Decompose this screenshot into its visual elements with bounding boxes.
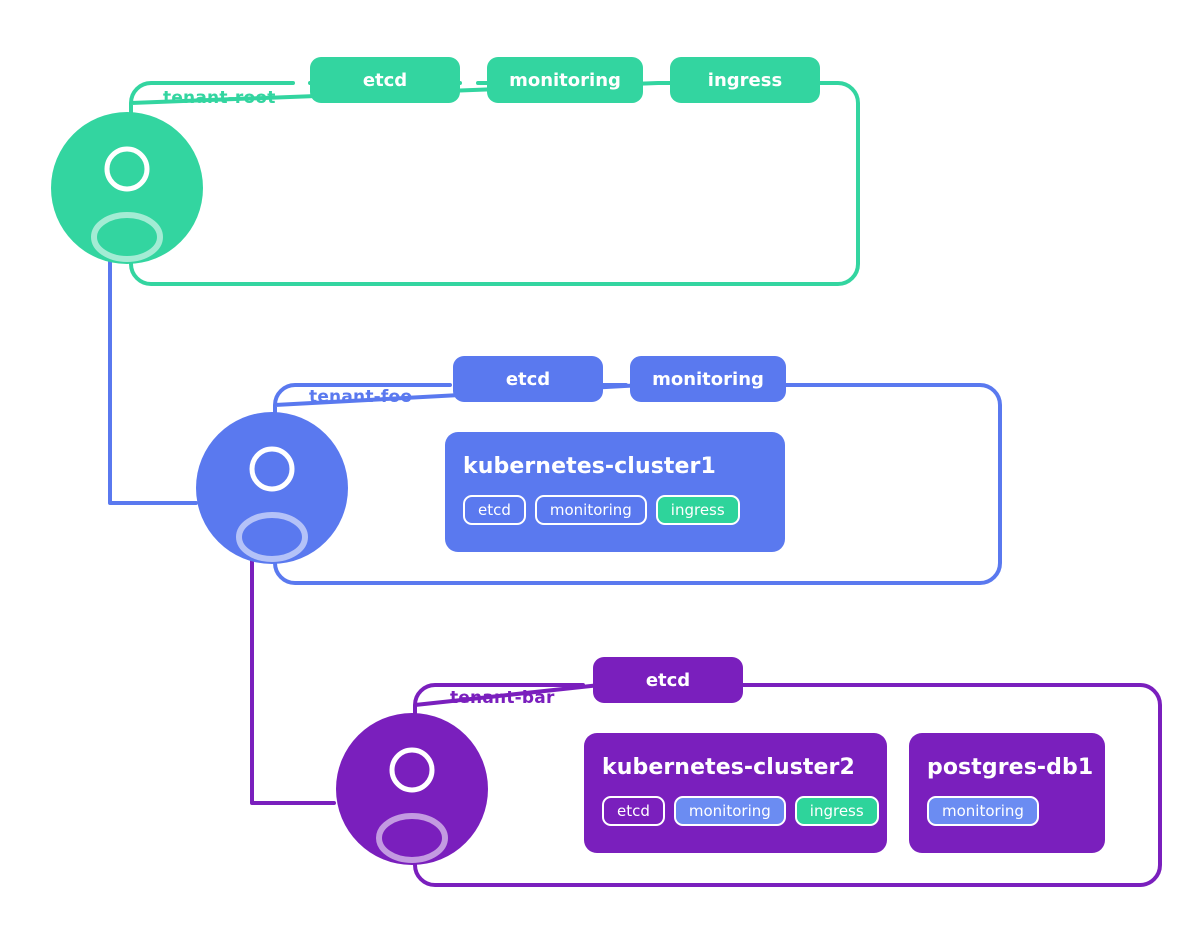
tenant-root-frame-halo (124, 76, 865, 291)
resource-chip-row: monitoring (927, 796, 1087, 826)
tenant-bar-chip-etcd[interactable]: etcd (593, 657, 743, 703)
resource-card-kubernetes-cluster2[interactable]: kubernetes-cluster2 etcd monitoring ingr… (584, 733, 887, 853)
resource-chip-ingress[interactable]: ingress (655, 495, 740, 525)
resource-chip-monitoring[interactable]: monitoring (534, 495, 647, 525)
tenant-foo-chip-monitoring[interactable]: monitoring (630, 356, 786, 402)
resource-card-title: kubernetes-cluster2 (602, 755, 855, 780)
resource-card-title: postgres-db1 (927, 755, 1094, 780)
user-avatar-icon (51, 112, 203, 264)
resource-card-postgres-db1[interactable]: postgres-db1 monitoring (909, 733, 1105, 853)
tenant-root-chip-etcd[interactable]: etcd (310, 57, 460, 103)
tenant-root-chip-ingress[interactable]: ingress (670, 57, 820, 103)
resource-chip-monitoring[interactable]: monitoring (927, 796, 1039, 826)
resource-card-kubernetes-cluster1[interactable]: kubernetes-cluster1 etcd monitoring ingr… (445, 432, 785, 552)
tenant-group-tenant-bar[interactable]: tenant-bar etcd kubernetes-cluster2 etcd… (280, 600, 1180, 920)
tenant-root-label: tenant-root (163, 88, 276, 108)
resource-chip-etcd[interactable]: etcd (602, 796, 665, 826)
tenant-root-chip-monitoring[interactable]: monitoring (487, 57, 643, 103)
tenant-root-avatar[interactable] (51, 112, 203, 264)
tenant-root-frame-outline (129, 81, 860, 286)
tenant-group-tenant-foo[interactable]: tenant-foo etcd monitoring kubernetes-cl… (140, 300, 1040, 620)
resource-chip-etcd[interactable]: etcd (463, 495, 526, 525)
resource-chip-row: etcd monitoring ingress (602, 796, 879, 826)
tenant-foo-chip-etcd[interactable]: etcd (453, 356, 603, 402)
resource-card-title: kubernetes-cluster1 (463, 454, 716, 479)
resource-chip-ingress[interactable]: ingress (794, 796, 879, 826)
tenant-bar-avatar[interactable] (336, 713, 488, 865)
resource-chip-row: etcd monitoring ingress (463, 495, 767, 525)
user-avatar-icon (196, 412, 348, 564)
tenant-foo-avatar[interactable] (196, 412, 348, 564)
resource-chip-monitoring[interactable]: monitoring (673, 796, 786, 826)
tenant-group-tenant-root[interactable]: tenant-root etcd monitoring ingress (0, 0, 900, 320)
tenant-bar-label: tenant-bar (450, 688, 555, 708)
user-avatar-icon (336, 713, 488, 865)
tenant-foo-label: tenant-foo (309, 387, 413, 407)
